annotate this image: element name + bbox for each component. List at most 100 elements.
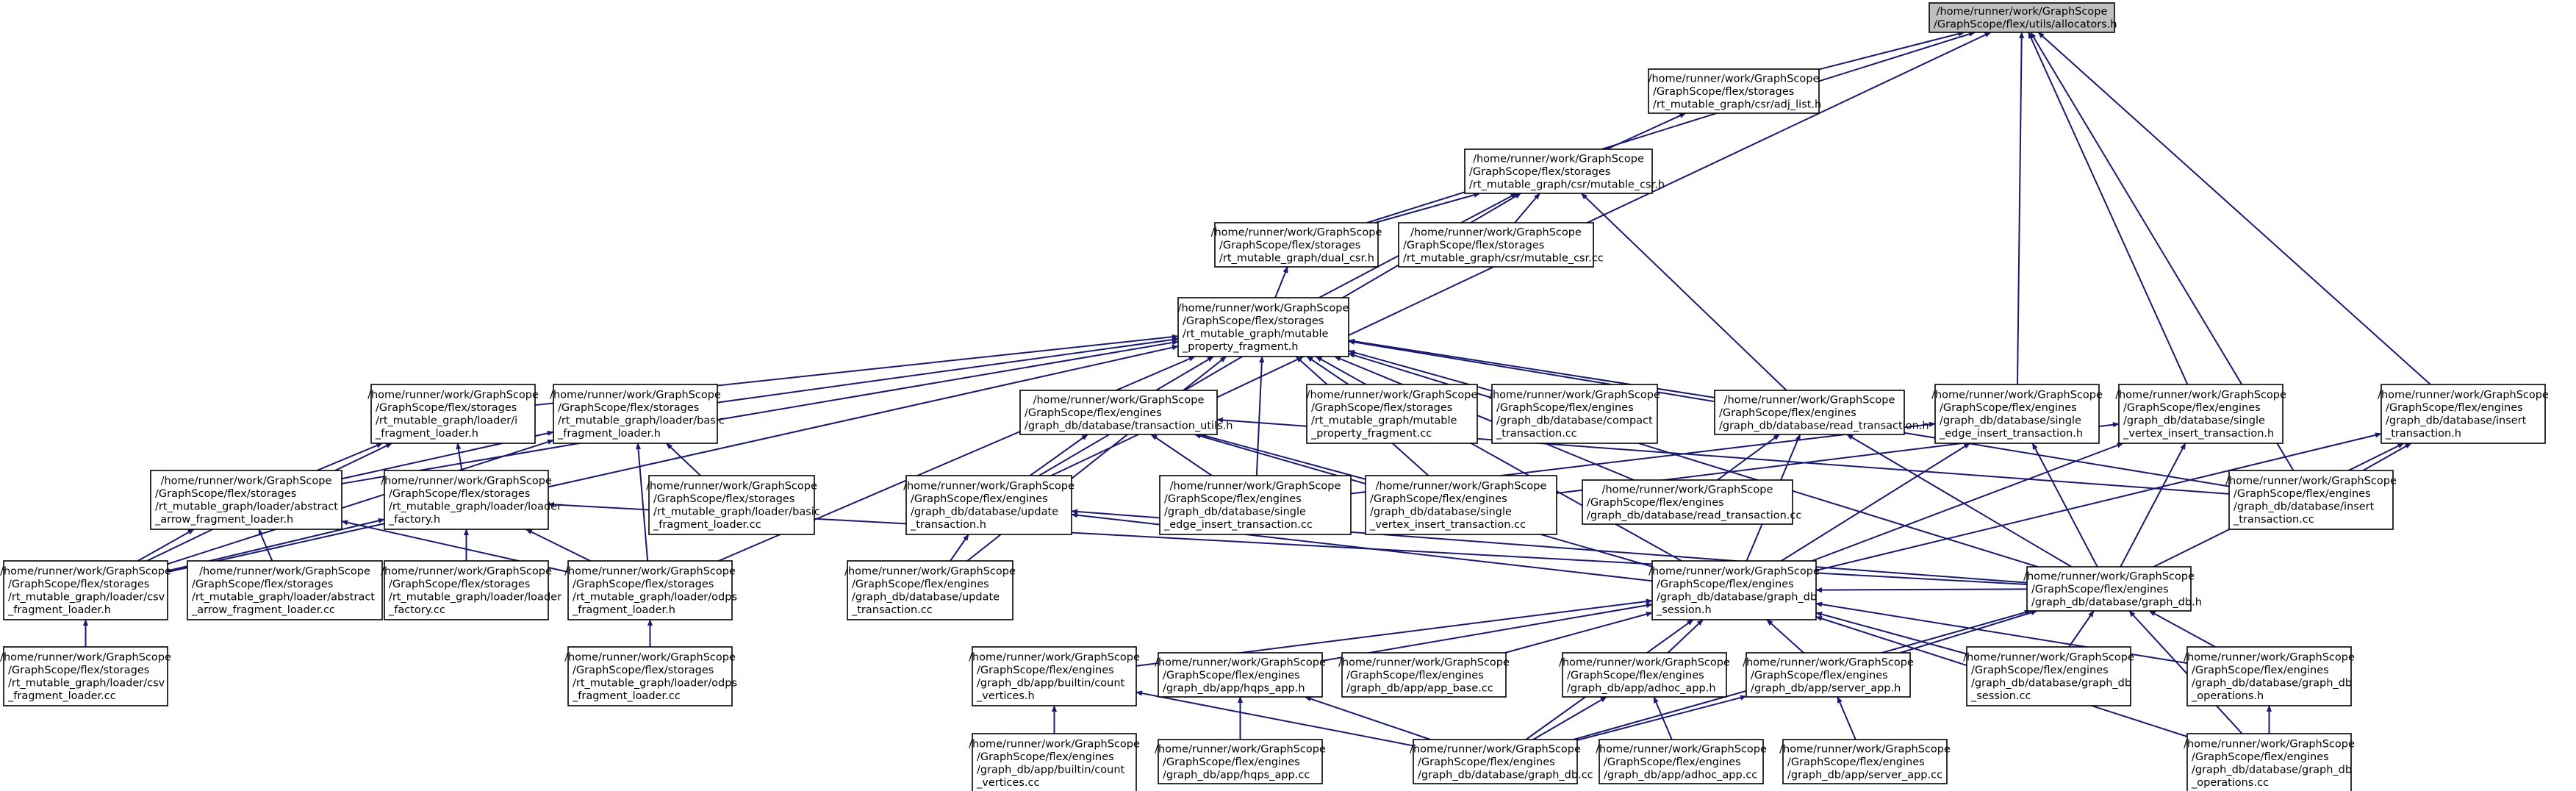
file-node-box: [370, 384, 536, 444]
include-edge: [525, 529, 591, 562]
file-node[interactable]: /home/runner/work/GraphScope/GraphScope/…: [1779, 739, 1951, 784]
file-path-line: /rt_mutable_graph/loader/csv: [8, 592, 165, 604]
file-node[interactable]: /home/runner/work/GraphScope/GraphScope/…: [1159, 475, 1352, 535]
file-path-line: /home/runner/work/GraphScope: [844, 566, 1016, 578]
file-node-box: [1413, 739, 1578, 784]
include-edge: [1514, 193, 1540, 223]
include-edge: [1199, 433, 1366, 480]
include-edge: [1255, 356, 1265, 476]
file-node-box: [567, 560, 733, 620]
file-path-line: /graph_db/database/single: [2123, 415, 2265, 427]
file-node-box: [1562, 652, 1727, 698]
file-node-box: [1714, 390, 1905, 435]
file-path-line: /home/runner/work/GraphScope: [367, 390, 539, 401]
file-path-line: /home/runner/work/GraphScope: [564, 652, 736, 664]
file-node[interactable]: /home/runner/work/GraphScope/GraphScope/…: [2023, 566, 2202, 612]
file-path-line: /home/runner/work/GraphScope: [969, 739, 1140, 751]
file-node[interactable]: /home/runner/work/GraphScope/GraphScope/…: [564, 560, 737, 620]
file-node[interactable]: /home/runner/work/GraphScope/GraphScope/…: [1963, 646, 2134, 706]
file-path-line: /GraphScope/flex/storages: [573, 579, 714, 590]
file-path-line: /GraphScope/flex/storages: [1469, 166, 1610, 178]
file-node[interactable]: /home/runner/work/GraphScope/GraphScope/…: [1582, 479, 1801, 525]
file-path-line: /graph_db/database/graph_db: [1971, 678, 2131, 690]
file-node[interactable]: /home/runner/work/GraphScope/GraphScope/…: [1177, 297, 1349, 357]
file-path-line: /rt_mutable_graph/loader/i: [376, 415, 517, 427]
file-node[interactable]: /home/runner/work/GraphScope/GraphScope/…: [2115, 384, 2286, 444]
file-path-line: /home/runner/work/GraphScope: [381, 476, 552, 487]
file-node-box: [1934, 384, 2100, 444]
file-node[interactable]: /home/runner/work/GraphScope/GraphScope/…: [2184, 646, 2355, 706]
file-node[interactable]: /home/runner/work/GraphScope/GraphScope/…: [0, 560, 171, 620]
file-node[interactable]: /home/runner/work/GraphScope/GraphScope/…: [2184, 733, 2355, 791]
file-path-line: /home/runner/work/GraphScope: [1489, 390, 1660, 401]
file-path-line: /GraphScope/flex/engines: [1163, 756, 1300, 768]
file-path-line: _vertices.h: [976, 690, 1035, 702]
file-node[interactable]: /home/runner/work/GraphScope/GraphScope/…: [381, 470, 562, 530]
file-path-line: _transaction.cc: [2233, 514, 2314, 526]
file-path-line: /GraphScope/flex/storages: [1403, 240, 1544, 251]
file-path-line: /home/runner/work/GraphScope: [2378, 390, 2549, 401]
file-node[interactable]: /home/runner/work/GraphScope/GraphScope/…: [150, 470, 342, 530]
file-node[interactable]: /home/runner/work/GraphScope/GraphScope/…: [1365, 475, 1557, 535]
file-node[interactable]: /home/runner/work/GraphScope/GraphScope/…: [844, 560, 1016, 620]
file-path-line: _transaction.h: [2385, 428, 2461, 440]
file-node-box: [1365, 475, 1557, 535]
file-node[interactable]: /home/runner/work/GraphScope/GraphScope/…: [1211, 222, 1382, 268]
file-path-line: /graph_db/app/builtin/count: [977, 678, 1125, 690]
include-edge: [258, 529, 273, 562]
file-node[interactable]: /home/runner/work/GraphScope/GraphScope/…: [1596, 739, 1767, 784]
file-path-line: /GraphScope/flex/storages: [8, 665, 149, 676]
file-node[interactable]: /home/runner/work/GraphScope/GraphScope/…: [367, 384, 539, 444]
file-path-line: _transaction.cc: [851, 604, 933, 616]
file-node[interactable]: /home/runner/work/GraphScope/GraphScope/…: [1338, 652, 1510, 698]
file-path-line: /GraphScope/flex/engines: [1496, 402, 1634, 414]
file-node-box: [2381, 384, 2546, 444]
file-node[interactable]: /home/runner/work/GraphScope/GraphScope/…: [0, 646, 171, 706]
file-node-box: [384, 470, 549, 530]
include-edge: [1532, 696, 1607, 740]
file-node[interactable]: /home/runner/work/GraphScope/GraphScope/…: [969, 646, 1140, 706]
file-node[interactable]: /home/runner/work/GraphScope/GraphScope/…: [1155, 652, 1326, 698]
include-edge: [1815, 601, 2188, 665]
file-path-line: /home/runner/work/GraphScope: [1931, 390, 2103, 401]
file-node[interactable]: /home/runner/work/GraphScope/GraphScope/…: [1019, 390, 1233, 435]
file-path-line: /graph_db/database/read_transaction.cc: [1587, 509, 1801, 521]
file-node[interactable]: /home/runner/work/GraphScope/GraphScope/…: [1410, 739, 1593, 784]
file-node[interactable]: /home/runner/work/GraphScope/GraphScope/…: [564, 646, 737, 706]
file-node[interactable]: /home/runner/work/GraphScope/GraphScope/…: [1648, 560, 1820, 620]
file-node[interactable]: /home/runner/work/GraphScope/GraphScope/…: [381, 560, 562, 620]
file-node-box: [2186, 733, 2352, 791]
file-node[interactable]: /home/runner/work/GraphScope/GraphScope/…: [1743, 652, 1914, 698]
file-path-line: _fragment_loader.cc: [572, 690, 681, 702]
include-edge: [717, 337, 1179, 404]
file-node[interactable]: /home/runner/work/GraphScope/GraphScope/…: [646, 475, 820, 535]
file-node[interactable]: /home/runner/work/GraphScope/GraphScope/…: [1398, 222, 1604, 268]
file-node[interactable]: /home/runner/work/GraphScope/GraphScope/…: [1714, 390, 1929, 435]
file-node[interactable]: /home/runner/work/GraphScope/GraphScope/…: [1306, 384, 1478, 444]
file-path-line: /GraphScope/flex/engines: [977, 751, 1114, 763]
file-path-line: /home/runner/work/GraphScope: [1602, 484, 1773, 495]
file-path-line: /GraphScope/flex/engines: [1604, 756, 1741, 768]
file-node[interactable]: /home/runner/work/GraphScope/GraphScope/…: [903, 475, 1074, 535]
file-path-line: /graph_db/app/hqps_app.cc: [1163, 769, 1310, 781]
file-path-line: /graph_db/database/insert: [2234, 501, 2375, 513]
file-node[interactable]: /home/runner/work/GraphScope/GraphScope/…: [1559, 652, 1730, 698]
file-node[interactable]: /home/runner/work/GraphScope/GraphScope/…: [969, 733, 1140, 791]
file-path-line: _fragment_loader.cc: [7, 690, 116, 702]
file-node[interactable]: /home/runner/work/GraphScope/GraphScope/…: [187, 560, 383, 620]
file-path-line: /home/runner/work/GraphScope: [550, 390, 721, 401]
file-path-line: /rt_mutable_graph/loader/abstract: [155, 501, 338, 513]
file-path-line: _transaction.cc: [1496, 428, 1577, 440]
file-node[interactable]: /home/runner/work/GraphScope/GraphScope/…: [2225, 470, 2397, 530]
file-node[interactable]: /home/runner/work/GraphScope/GraphScope/…: [1648, 68, 1822, 114]
file-node[interactable]: /home/runner/work/GraphScope/GraphScope/…: [550, 384, 725, 444]
file-node[interactable]: /home/runner/work/GraphScope/GraphScope/…: [1155, 739, 1326, 784]
file-node[interactable]: /home/runner/work/GraphScope/GraphScope/…: [2378, 384, 2549, 444]
file-path-line: /GraphScope/flex/engines: [2031, 584, 2169, 595]
file-node[interactable]: /home/runner/work/GraphScope/GraphScope/…: [1489, 384, 1660, 444]
file-path-line: /home/runner/work/GraphScope: [1033, 394, 1205, 406]
file-path-line: /rt_mutable_graph/loader/basic: [653, 507, 820, 518]
file-node[interactable]: /home/runner/work/GraphScope/GraphScope/…: [1464, 148, 1665, 194]
file-path-line: /home/runner/work/GraphScope: [199, 566, 370, 578]
file-node[interactable]: /home/runner/work/GraphScope/GraphScope/…: [1931, 384, 2103, 444]
